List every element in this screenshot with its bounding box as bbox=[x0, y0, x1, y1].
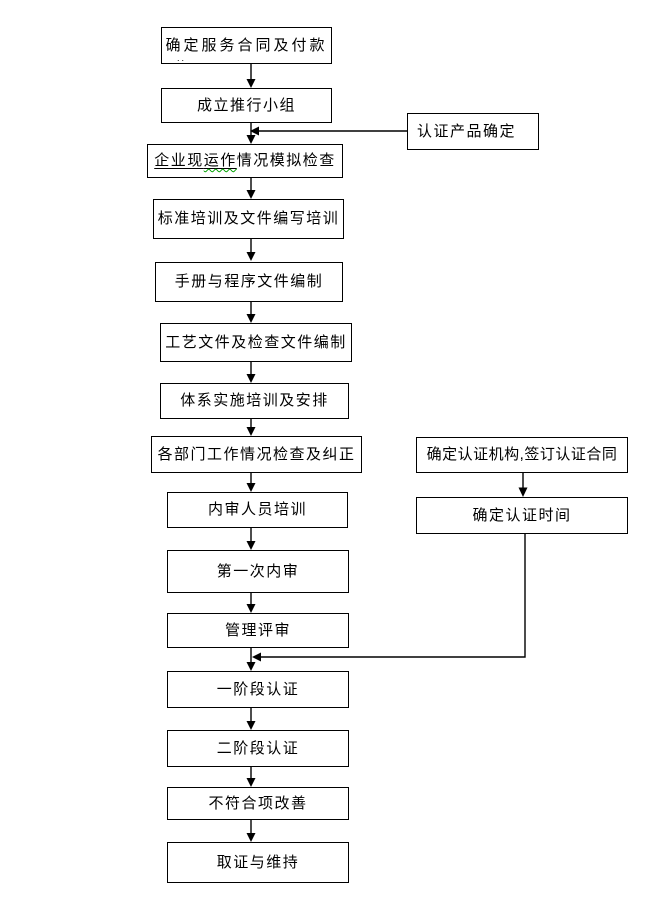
node-stage2-certification: 二阶段认证 bbox=[167, 730, 349, 767]
node-process-inspection-docs: 工艺文件及检查文件编制 bbox=[160, 323, 352, 362]
node-label: 内审人员培训 bbox=[207, 501, 307, 518]
arrow-b12-b13 bbox=[246, 708, 256, 730]
node-label: 不符合项改善 bbox=[208, 794, 308, 812]
stray-dots-mark: .. bbox=[177, 53, 187, 63]
connector-product-confirm bbox=[250, 126, 407, 136]
node-select-certification-body: 确定认证机构,签订认证合同 bbox=[416, 437, 628, 473]
node-internal-auditor-training: 内审人员培训 bbox=[167, 492, 348, 528]
node-label: 二阶段认证 bbox=[216, 739, 300, 757]
node-stage1-certification: 一阶段认证 bbox=[167, 671, 349, 708]
arrow-b13-b14 bbox=[246, 767, 256, 787]
node-certified-product-confirm: 认证产品确定 bbox=[407, 113, 539, 150]
arrow-b14-b15 bbox=[246, 820, 256, 842]
node-label: 企业现运作情况模拟检查 bbox=[154, 152, 336, 170]
node-current-operation-check: 企业现运作情况模拟检查 bbox=[147, 144, 343, 178]
node-label: 各部门工作情况检查及纠正 bbox=[157, 445, 356, 463]
node-system-implementation-training: 体系实施培训及安排 bbox=[160, 383, 349, 419]
node-setup-team: 成立推行小组 bbox=[161, 88, 332, 123]
plain-text: 情况模拟检查 bbox=[236, 152, 336, 169]
node-label: 确定认证时间 bbox=[472, 506, 572, 524]
node-service-contract: 确定服务合同及付款 .. bbox=[161, 27, 332, 64]
node-management-review: 管理评审 bbox=[167, 613, 349, 648]
arrow-b8-b9 bbox=[246, 473, 256, 492]
node-label: 一阶段认证 bbox=[216, 680, 300, 698]
arrow-b2-b3 bbox=[246, 123, 256, 144]
underlined-text: 企业现运作 bbox=[154, 152, 237, 169]
node-first-internal-audit: 第一次内审 bbox=[167, 550, 349, 593]
arrow-b6-b7 bbox=[246, 362, 256, 383]
node-label: 成立推行小组 bbox=[196, 96, 296, 114]
node-label: 确定认证机构,签订认证合同 bbox=[426, 446, 618, 463]
arrow-b7-b8 bbox=[246, 419, 256, 436]
arrow-b11-b12 bbox=[246, 648, 256, 671]
arrow-b1-b2 bbox=[246, 64, 256, 88]
node-label: 第一次内审 bbox=[216, 562, 300, 580]
node-label: 标准培训及文件编写培训 bbox=[157, 210, 340, 227]
arrow-b10-b11 bbox=[246, 593, 256, 613]
arrow-b5-b6 bbox=[246, 302, 256, 323]
node-manual-procedure-docs: 手册与程序文件编制 bbox=[155, 262, 343, 302]
arrow-b4-b5 bbox=[246, 239, 256, 261]
node-label: 体系实施培训及安排 bbox=[180, 392, 329, 409]
arrow-b3-b4 bbox=[246, 178, 256, 199]
node-certificate-maintenance: 取证与维持 bbox=[167, 842, 349, 883]
node-nonconformity-improvement: 不符合项改善 bbox=[167, 787, 349, 820]
arrow-r2-r3 bbox=[518, 473, 528, 497]
node-department-check-correction: 各部门工作情况检查及纠正 bbox=[151, 436, 362, 473]
arrow-b9-b10 bbox=[246, 528, 256, 550]
node-label: 认证产品确定 bbox=[417, 122, 517, 140]
node-label: 工艺文件及检查文件编制 bbox=[165, 333, 347, 351]
connector-certification-time bbox=[252, 534, 526, 662]
node-label: 管理评审 bbox=[224, 621, 291, 639]
node-standard-training: 标准培训及文件编写培训 bbox=[153, 199, 344, 239]
node-label: 确定服务合同及付款 bbox=[165, 36, 328, 54]
node-label: 取证与维持 bbox=[216, 853, 300, 871]
spellcheck-wavy-text: 运作 bbox=[203, 152, 237, 169]
node-certification-time: 确定认证时间 bbox=[416, 497, 628, 534]
node-label: 手册与程序文件编制 bbox=[174, 273, 324, 290]
